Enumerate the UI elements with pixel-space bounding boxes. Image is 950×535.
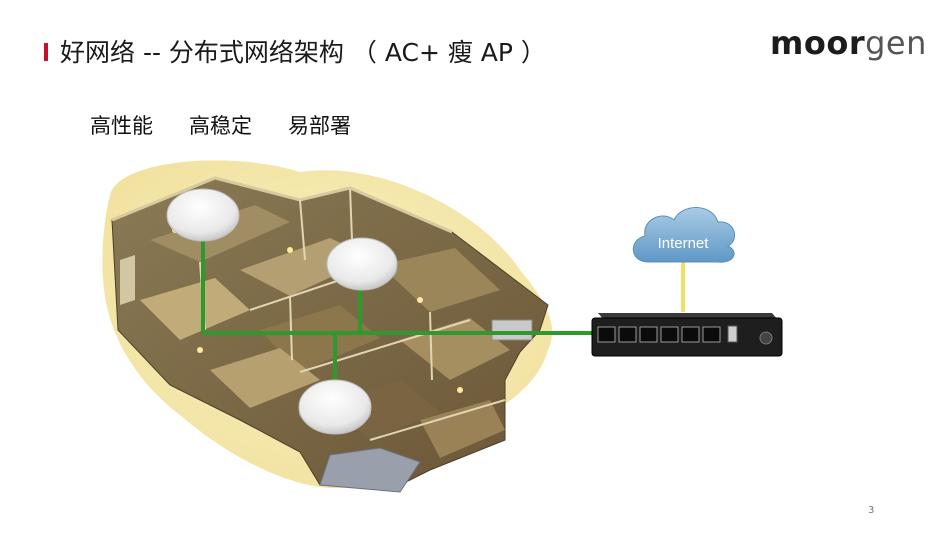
brand-logo: moorgen — [770, 23, 927, 63]
ethernet-port — [702, 326, 721, 343]
access-point-1 — [166, 188, 240, 242]
internet-cloud: Internet — [632, 207, 736, 263]
page-number: 3 — [868, 505, 875, 516]
ethernet-port — [660, 326, 679, 343]
ethernet-port — [681, 326, 700, 343]
ethernet-port — [597, 326, 616, 343]
switch-ports — [597, 326, 721, 343]
feature-stability: 高稳定 — [189, 114, 252, 138]
slide-title: 好网络 -- 分布式网络架构 （ AC+ 瘦 AP ） — [60, 38, 546, 67]
feature-list: 高性能 高稳定 易部署 — [90, 110, 351, 140]
power-jack — [759, 331, 773, 345]
logo-text-light: gen — [865, 24, 927, 62]
ethernet-port — [618, 326, 637, 343]
logo-text-bold: moor — [770, 24, 866, 62]
cloud-label: Internet — [658, 235, 710, 252]
usb-port — [727, 325, 738, 343]
ethernet-port — [639, 326, 658, 343]
access-point-2 — [326, 237, 398, 291]
title-accent-bar — [44, 43, 48, 61]
access-point-3 — [298, 379, 372, 435]
feature-performance: 高性能 — [90, 114, 153, 138]
network-switch — [591, 313, 783, 357]
feature-deployment: 易部署 — [288, 114, 351, 138]
